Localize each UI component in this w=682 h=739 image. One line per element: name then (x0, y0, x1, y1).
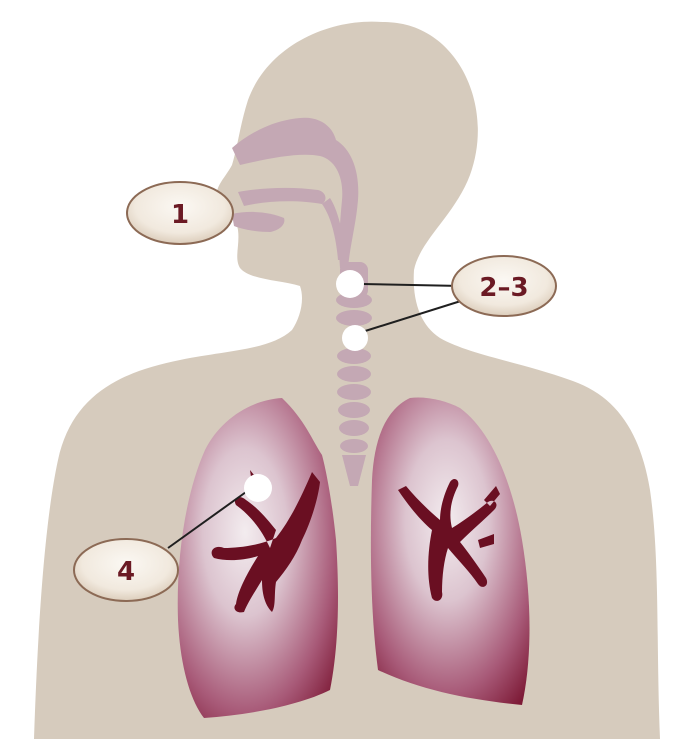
target-marker-icon (342, 325, 368, 351)
label-1-text: 1 (171, 200, 189, 230)
target-marker-icon (336, 270, 364, 298)
label-bubble-2-3: 2–3 (452, 256, 556, 316)
target-marker-icon (244, 474, 272, 502)
label-bubble-4: 4 (74, 539, 178, 601)
label-4-text: 4 (117, 557, 135, 587)
label-2-3-text: 2–3 (479, 273, 528, 303)
label-bubble-1: 1 (127, 182, 233, 244)
